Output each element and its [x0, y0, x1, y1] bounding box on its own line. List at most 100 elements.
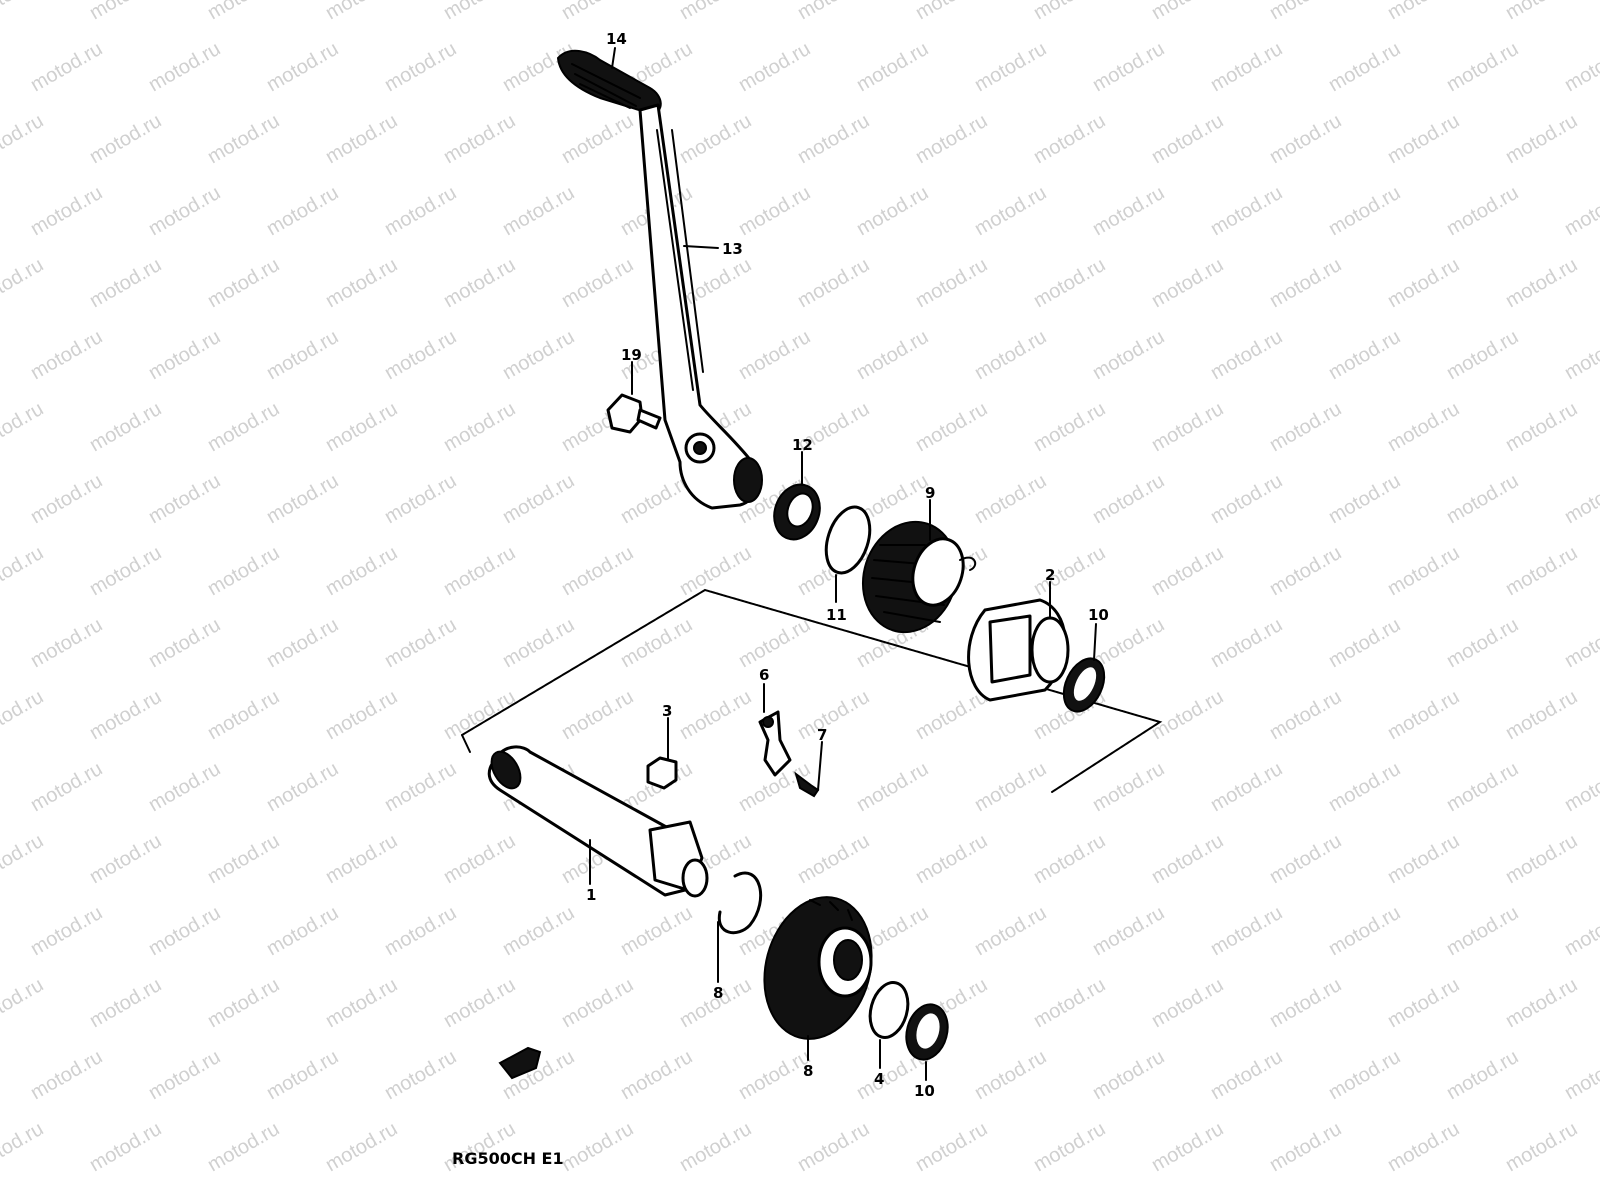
- watermark-text: motod.ru: [1089, 1046, 1168, 1105]
- watermark-text: motod.ru: [204, 0, 283, 24]
- watermark-text: motod.ru: [971, 1046, 1050, 1105]
- watermark-text: motod.ru: [86, 254, 165, 313]
- callout-3: 3: [662, 702, 672, 720]
- washer: [824, 505, 872, 575]
- leader-13: [683, 245, 719, 249]
- callout-13: 13: [722, 240, 743, 258]
- watermark-text: motod.ru: [1502, 398, 1581, 457]
- watermark-text: motod.ru: [1030, 1118, 1109, 1177]
- watermark-text: motod.ru: [440, 0, 519, 24]
- watermark-text: motod.ru: [1148, 0, 1227, 24]
- watermark-text: motod.ru: [322, 0, 401, 24]
- watermark-text: motod.ru: [676, 974, 755, 1033]
- watermark-text: motod.ru: [912, 398, 991, 457]
- watermark-text: motod.ru: [86, 110, 165, 169]
- watermark-text: motod.ru: [86, 974, 165, 1033]
- watermark-text: motod.ru: [1325, 902, 1404, 961]
- watermark-text: motod.ru: [27, 902, 106, 961]
- watermark-text: motod.ru: [676, 110, 755, 169]
- watermark-text: motod.ru: [1089, 902, 1168, 961]
- watermark-text: motod.ru: [1030, 110, 1109, 169]
- watermark-text: motod.ru: [1443, 470, 1522, 529]
- watermark-text: motod.ru: [1443, 758, 1522, 817]
- watermark-text: motod.ru: [1502, 542, 1581, 601]
- watermark-text: motod.ru: [145, 758, 224, 817]
- watermark-text: motod.ru: [676, 1118, 755, 1177]
- watermark-text: motod.ru: [499, 470, 578, 529]
- watermark-text: motod.ru: [204, 398, 283, 457]
- watermark-text: motod.ru: [1384, 686, 1463, 745]
- watermark-text: motod.ru: [86, 830, 165, 889]
- watermark-text: motod.ru: [735, 326, 814, 385]
- watermark-text: motod.ru: [1089, 182, 1168, 241]
- watermark-text: motod.ru: [558, 686, 637, 745]
- callout-4: 4: [874, 1070, 884, 1088]
- callout-14: 14: [606, 30, 627, 48]
- watermark-text: motod.ru: [145, 614, 224, 673]
- watermark-text: motod.ru: [1148, 398, 1227, 457]
- watermark-text: motod.ru: [912, 0, 991, 24]
- watermark-text: motod.ru: [794, 1118, 873, 1177]
- watermark-text: motod.ru: [1561, 326, 1600, 385]
- watermark-text: motod.ru: [1443, 326, 1522, 385]
- watermark-text: motod.ru: [381, 326, 460, 385]
- watermark-text: motod.ru: [263, 614, 342, 673]
- watermark-text: motod.ru: [322, 686, 401, 745]
- watermark-text: motod.ru: [1561, 614, 1600, 673]
- watermark-text: motod.ru: [263, 470, 342, 529]
- watermark-text: motod.ru: [27, 758, 106, 817]
- watermark-text: motod.ru: [1148, 110, 1227, 169]
- watermark-text: motod.ru: [381, 470, 460, 529]
- watermark-text: motod.ru: [27, 38, 106, 97]
- watermark-text: motod.ru: [1266, 974, 1345, 1033]
- watermark-text: motod.ru: [1502, 110, 1581, 169]
- watermark-text: motod.ru: [204, 974, 283, 1033]
- watermark-text: motod.ru: [86, 1118, 165, 1177]
- watermark-text: motod.ru: [322, 974, 401, 1033]
- watermark-text: motod.ru: [204, 686, 283, 745]
- watermark-text: motod.ru: [912, 110, 991, 169]
- shaft-circlip: [717, 871, 763, 935]
- watermark-text: motod.ru: [263, 182, 342, 241]
- watermark-text: motod.ru: [1561, 38, 1600, 97]
- watermark-text: motod.ru: [440, 542, 519, 601]
- callout-8-gear: 8: [803, 1062, 813, 1080]
- watermark-text: motod.ru: [1266, 686, 1345, 745]
- watermark-text: motod.ru: [912, 254, 991, 313]
- watermark-text: motod.ru: [1325, 614, 1404, 673]
- callout-11: 11: [826, 606, 847, 624]
- watermark-text: motod.ru: [263, 38, 342, 97]
- watermark-text: motod.ru: [1325, 182, 1404, 241]
- watermark-text: motod.ru: [617, 614, 696, 673]
- watermark-text: motod.ru: [1384, 254, 1463, 313]
- watermark-text: motod.ru: [1561, 1046, 1600, 1105]
- watermark-text: motod.ru: [1148, 542, 1227, 601]
- watermark-text: motod.ru: [1030, 542, 1109, 601]
- watermark-text: motod.ru: [1266, 542, 1345, 601]
- watermark-text: motod.ru: [322, 1118, 401, 1177]
- watermark-text: motod.ru: [1443, 1046, 1522, 1105]
- watermark-text: motod.ru: [558, 0, 637, 24]
- watermark-text: motod.ru: [322, 398, 401, 457]
- watermark-text: motod.ru: [322, 254, 401, 313]
- assembly-boundary-edge: [461, 734, 471, 753]
- watermark-text: motod.ru: [853, 758, 932, 817]
- watermark-text: motod.ru: [971, 38, 1050, 97]
- watermark-text: motod.ru: [1384, 0, 1463, 24]
- watermark-text: motod.ru: [794, 254, 873, 313]
- watermark-text: motod.ru: [912, 686, 991, 745]
- front-arrow-icon: [498, 1046, 542, 1080]
- watermark-text: motod.ru: [0, 0, 47, 24]
- kick-gear: [763, 896, 873, 1040]
- spring-guide: [967, 598, 1070, 702]
- kick-shaft: [487, 745, 709, 898]
- watermark-text: motod.ru: [853, 38, 932, 97]
- watermark-text: motod.ru: [263, 758, 342, 817]
- watermark-text: motod.ru: [1443, 38, 1522, 97]
- watermark-text: motod.ru: [1502, 254, 1581, 313]
- watermark-text: motod.ru: [1266, 830, 1345, 889]
- watermark-text: motod.ru: [145, 902, 224, 961]
- watermark-text: motod.ru: [794, 110, 873, 169]
- leader-7: [817, 741, 823, 791]
